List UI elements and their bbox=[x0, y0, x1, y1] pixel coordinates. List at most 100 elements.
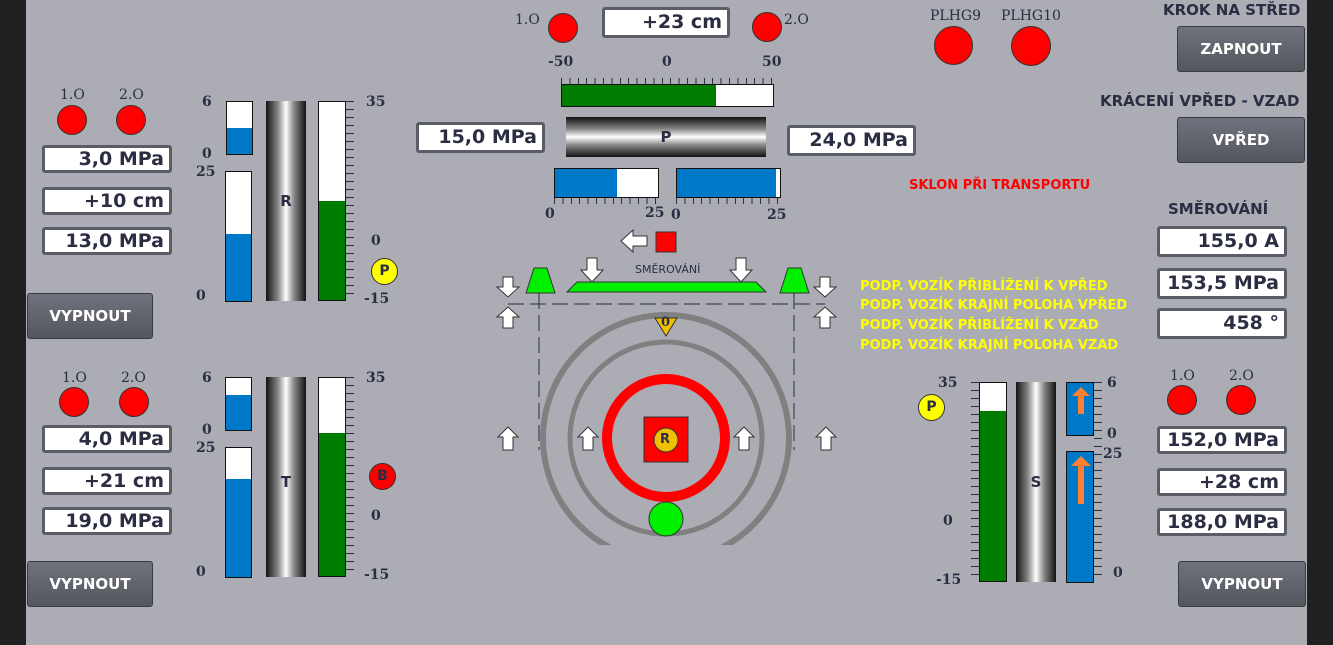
trapezoid-right bbox=[779, 267, 810, 294]
bar-fill bbox=[226, 233, 251, 301]
scale-label: -15 bbox=[936, 572, 962, 588]
right-pressure-bar bbox=[676, 168, 781, 198]
left-pressure-bar bbox=[554, 168, 659, 198]
scale-label: 0 bbox=[202, 422, 212, 438]
status-led bbox=[1226, 385, 1256, 415]
bar-fill bbox=[677, 169, 776, 197]
arrow-up-icon bbox=[576, 426, 600, 451]
right-edge bbox=[1307, 0, 1333, 645]
value-display: 152,0 MPa bbox=[1157, 426, 1287, 454]
led-label: 1.O bbox=[515, 12, 540, 28]
value-display: +21 cm bbox=[42, 467, 172, 495]
position-bar bbox=[979, 382, 1007, 582]
arrow-down-icon bbox=[728, 257, 754, 283]
right-pressure-display: 24,0 MPa bbox=[787, 125, 916, 156]
large-pressure-bar bbox=[225, 171, 252, 302]
status-led bbox=[116, 105, 146, 135]
value-display: +28 cm bbox=[1157, 468, 1287, 496]
steering-plate bbox=[565, 281, 768, 293]
rotor-label: R bbox=[660, 432, 671, 447]
scale-label: 6 bbox=[202, 94, 212, 110]
plhg9-led bbox=[934, 26, 973, 65]
bar-fill bbox=[980, 410, 1006, 581]
arrow-up-icon bbox=[496, 426, 520, 451]
sklon-warning: SKLON PŘI TRANSPORTU bbox=[909, 178, 1091, 193]
message-line: PODP. VOZÍK KRAJNÍ POLOHA VPŘED bbox=[860, 298, 1128, 313]
scale-label: 25 bbox=[196, 164, 216, 180]
led-label: 2.O bbox=[119, 87, 144, 103]
plhg10-led bbox=[1011, 26, 1051, 66]
value-display: 153,5 MPa bbox=[1157, 268, 1287, 299]
scale-label: 50 bbox=[762, 54, 782, 70]
krok-title: KROK NA STŘED bbox=[1163, 1, 1301, 19]
status-led bbox=[1167, 385, 1197, 415]
scale-label: -50 bbox=[548, 54, 574, 70]
status-led bbox=[752, 12, 782, 42]
small-pressure-bar bbox=[225, 377, 252, 431]
scale-label: 6 bbox=[202, 370, 212, 386]
plhg9-label: PLHG9 bbox=[930, 8, 982, 24]
red-ring bbox=[602, 374, 730, 502]
indicator-value: 0 bbox=[661, 315, 671, 330]
trapezoid-left bbox=[525, 267, 556, 294]
arrow-up-icon bbox=[1071, 456, 1091, 504]
vypnout-button[interactable]: VYPNOUT bbox=[1178, 561, 1306, 607]
bar-fill bbox=[226, 395, 251, 430]
large-pressure-bar bbox=[1066, 451, 1094, 583]
smerovani-title: SMĚROVÁNÍ bbox=[1168, 200, 1269, 218]
position-bar bbox=[318, 377, 346, 577]
vpred-button[interactable]: VPŘED bbox=[1177, 117, 1305, 163]
arrow-up-icon bbox=[495, 306, 521, 329]
led-label: 2.O bbox=[121, 370, 146, 386]
cylinder-p: P bbox=[566, 117, 766, 157]
scale-label: 0 bbox=[371, 233, 381, 249]
status-led bbox=[59, 387, 89, 417]
vypnout-button[interactable]: VYPNOUT bbox=[27, 293, 153, 339]
scale-ticks bbox=[1094, 382, 1102, 582]
position-display: +23 cm bbox=[602, 7, 730, 38]
scale-ticks bbox=[346, 377, 354, 577]
scale-label: 0 bbox=[1107, 426, 1117, 442]
small-pressure-bar bbox=[226, 101, 253, 155]
arrow-up-icon bbox=[1072, 387, 1090, 414]
b-badge: B bbox=[369, 463, 396, 490]
status-led bbox=[57, 105, 87, 135]
rotor-circle bbox=[653, 427, 679, 453]
zapnout-button[interactable]: ZAPNOUT bbox=[1177, 26, 1305, 72]
green-indicator bbox=[648, 501, 684, 537]
scale-label: 0 bbox=[943, 513, 953, 529]
scale-label: 25 bbox=[1103, 446, 1123, 462]
cylinder-r: R bbox=[266, 101, 306, 301]
value-display: 3,0 MPa bbox=[42, 145, 172, 173]
scale-ticks bbox=[554, 198, 659, 204]
cylinder-t: T bbox=[266, 377, 306, 577]
scale-label: 35 bbox=[366, 94, 386, 110]
message-line: PODP. VOZÍK PŘIBLÍŽENÍ K VZAD bbox=[860, 318, 1099, 333]
arrow-left-icon bbox=[620, 228, 648, 254]
value-display: +10 cm bbox=[42, 187, 172, 215]
scale-label: 0 bbox=[202, 146, 212, 162]
status-led bbox=[119, 387, 149, 417]
steering-diagram bbox=[495, 228, 838, 545]
bar-fill bbox=[227, 128, 252, 154]
steering-label: SMĚROVÁNÍ bbox=[635, 263, 701, 276]
outer-ring bbox=[540, 312, 792, 545]
position-bar-horizontal bbox=[561, 84, 774, 107]
left-edge bbox=[0, 0, 26, 645]
message-line: PODP. VOZÍK PŘIBLÍŽENÍ K VPŘED bbox=[860, 279, 1108, 294]
led-label: 1.O bbox=[62, 370, 87, 386]
value-display: 19,0 MPa bbox=[42, 507, 172, 535]
small-pressure-bar bbox=[1066, 382, 1094, 436]
scale-label: 6 bbox=[1107, 375, 1117, 391]
indicator-triangle bbox=[654, 317, 678, 337]
status-led bbox=[548, 13, 578, 43]
scale-label: 0 bbox=[1113, 565, 1123, 581]
arrow-up-icon bbox=[732, 426, 756, 451]
vypnout-button[interactable]: VYPNOUT bbox=[27, 561, 153, 607]
scale-label: 25 bbox=[645, 205, 665, 221]
large-pressure-bar bbox=[225, 447, 252, 578]
p-badge: P bbox=[371, 258, 398, 285]
value-display: 458 ° bbox=[1157, 308, 1287, 339]
message-line: PODP. VOZÍK KRAJNÍ POLOHA VZAD bbox=[860, 338, 1119, 353]
scale-label: 0 bbox=[196, 564, 206, 580]
